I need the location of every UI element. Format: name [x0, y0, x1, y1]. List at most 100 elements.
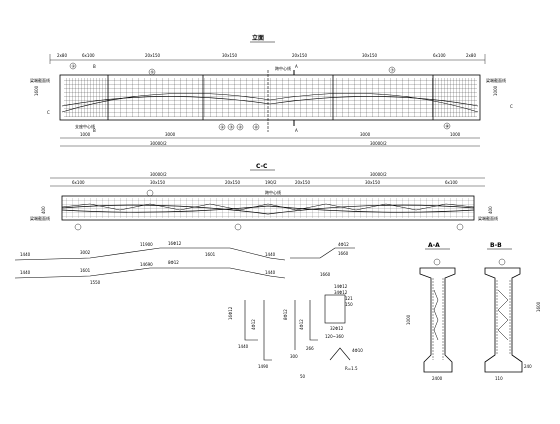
bb-dim-side: 240 [524, 364, 532, 369]
rebar-callouts: ① ⑤ ② ③ ④ ⑥ ⑦ ⑧ [69, 62, 451, 131]
elev-dim-top-5: 30x150 [362, 53, 378, 58]
elev-dim-bottom-3: 1000 [450, 132, 461, 137]
small-dim-6: 1660 [320, 272, 331, 277]
cc-dim-3: 30x150 [150, 180, 166, 185]
small-code-4: 32Φ12 [330, 326, 344, 331]
small-dim-4: 121 [345, 296, 353, 301]
small-dim-3: 266 [306, 346, 314, 351]
cc-tendon-1 [61, 204, 475, 215]
elev-side-dim-left: 1600 [34, 85, 39, 96]
elev-dim-top-0: 2x80 [57, 53, 67, 58]
bar-long-3: 14690 [140, 262, 153, 267]
bar-details-small: 16Φ12 1440 4Φ12 1490 8Φ12 300 4Φ12 266 1… [228, 272, 363, 379]
elevation-title: 立面 [252, 34, 264, 42]
aa-dim-height: 1000 [406, 314, 411, 325]
cc-dim-4: 20x150 [225, 180, 241, 185]
section-aa-view: A-A 1000 2400 [406, 242, 456, 381]
cc-dim-1: 30000/2 [370, 172, 387, 177]
label-bearing: 支座中心线 [75, 123, 95, 129]
rebar-zone-center-left [203, 78, 268, 117]
bar-details-long: 1440 3002 11900 1601 1440 16Φ12 1440 160… [14, 241, 355, 285]
small-dim-0: 1440 [238, 344, 249, 349]
callout-2: ② [221, 125, 225, 130]
section-mark-b-bottom: B [93, 128, 96, 133]
small-code-6: 14Φ12 [334, 284, 348, 289]
cc-label-right: 梁端截面线 [478, 215, 498, 221]
section-aa-title: A-A [428, 242, 440, 249]
bar-long-6: 1601 [80, 268, 91, 273]
label-support-left: 梁端截面线 [30, 77, 50, 83]
cc-dim-6: 20x150 [295, 180, 311, 185]
callout-4: ④ [239, 125, 243, 130]
elev-side-dim-right: 1000 [493, 85, 498, 96]
elev-dim-top-4: 20x150 [292, 53, 308, 58]
rebar-zone-mid-right [333, 78, 433, 117]
small-code-2: 8Φ12 [283, 309, 288, 320]
rebar-zone-right [433, 78, 477, 117]
bar-code-2: 4Φ12 [338, 242, 349, 247]
bar-code-0: 16Φ12 [168, 241, 182, 246]
elev-dim-top-2: 20x150 [145, 53, 161, 58]
bar-long-8: 1601 [205, 252, 216, 257]
section-bb-view: B-B 1600 110 240 [484, 242, 541, 381]
small-code-1: 4Φ12 [251, 319, 256, 330]
rebar-zone-mid-left [108, 78, 203, 117]
elev-dim-top-6: 6x100 [433, 53, 446, 58]
cc-dim-8: 6x100 [445, 180, 458, 185]
cc-label-center: 跨中心线 [265, 189, 281, 195]
small-dim-7: 50 [300, 374, 306, 379]
small-dim-5: 150 [345, 302, 353, 307]
small-dim-2: 300 [290, 354, 298, 359]
callout-8: ⑧ [446, 124, 450, 129]
section-mark-c-left: C [47, 110, 50, 115]
bar-long-9: 1440 [265, 252, 276, 257]
bar-long-2: 11900 [140, 242, 153, 247]
elev-dim-bottom-0: 1000 [80, 132, 91, 137]
bar-code-1: 8Φ12 [168, 260, 179, 265]
cc-rebar [62, 198, 474, 218]
small-dim-1: 1490 [258, 364, 269, 369]
cc-dim-5: 190/2 [265, 180, 277, 185]
elevation-view: 立面 2x80 6x100 20x150 30x150 20x150 30x15… [30, 34, 513, 147]
elev-dim-top-3: 30x150 [222, 53, 238, 58]
section-cc-view: C-C 30000/2 30000/2 6x100 30x150 20x150 … [30, 163, 498, 231]
callout-5: ⑤ [151, 70, 155, 75]
rebar-zone-center-right [268, 78, 333, 117]
cc-tendon-2 [61, 205, 475, 213]
callout-3: ③ [230, 125, 234, 130]
cc-side-dim-left: 400 [41, 206, 46, 214]
label-span-center: 跨中心线 [275, 65, 291, 71]
small-code-7: 34Φ12 [334, 290, 348, 295]
label-support-right: 梁端截面线 [486, 77, 506, 83]
bb-dim-height: 1600 [536, 301, 541, 312]
cc-dim-7: 30x150 [365, 180, 381, 185]
section-mark-b-top: B [93, 64, 96, 69]
aa-dim-width: 2400 [432, 376, 443, 381]
elev-half-length-right: 30000/2 [370, 141, 387, 146]
section-mark-a-bottom: A [295, 128, 298, 133]
section-mark-c-right: C [510, 104, 513, 109]
cc-dim-2: 6x100 [72, 180, 85, 185]
bar-long-10: 1550 [90, 280, 101, 285]
small-code-0: 16Φ12 [228, 306, 233, 320]
callout-1: ① [72, 64, 76, 69]
cc-zigzag [61, 203, 475, 211]
elev-dim-bottom-1: 3000 [165, 132, 176, 137]
cc-dim-0: 30000/2 [150, 172, 167, 177]
section-bb-title: B-B [490, 242, 502, 249]
bar-long-1: 3002 [80, 250, 91, 255]
cc-label-left: 梁端截面线 [30, 215, 50, 221]
elev-dim-bottom-2: 3000 [360, 132, 371, 137]
small-code-5: 4Φ10 [352, 348, 363, 353]
section-mark-a-top: A [295, 64, 298, 69]
callout-7: ⑦ [391, 68, 395, 73]
callout-6: ⑥ [255, 125, 259, 130]
bar-long-7: 1660 [338, 251, 349, 256]
bar-long-4: 1440 [20, 270, 31, 275]
bar-long-5: 1440 [265, 270, 276, 275]
small-radius: R=1.5 [345, 366, 358, 371]
tendon-curve-2 [61, 96, 479, 107]
small-range: 120~360 [325, 334, 344, 339]
